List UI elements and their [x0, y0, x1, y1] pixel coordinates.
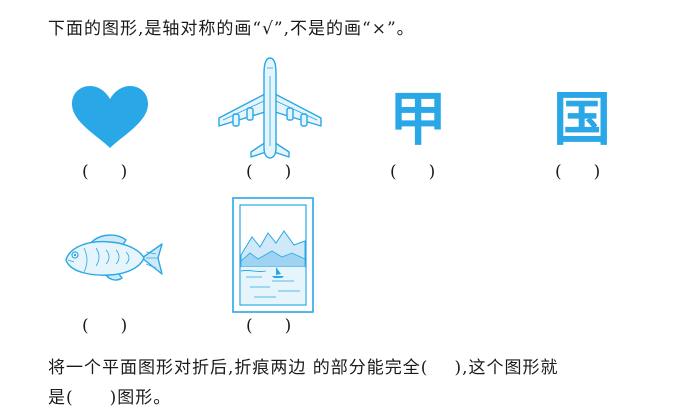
- fill-blank-line-1: 将一个平面图形对折后,折痕两边 的部分能完全(),这个图形就: [48, 358, 559, 378]
- answer-paren-2[interactable]: (): [246, 162, 292, 182]
- answer-paren-1[interactable]: (): [82, 162, 128, 182]
- airplane-figure: [215, 56, 325, 160]
- answer-paren-6[interactable]: (): [246, 316, 292, 336]
- character-guo-figure: 国: [553, 85, 612, 153]
- landscape-painting-icon: [232, 197, 314, 313]
- landscape-painting-figure: [232, 197, 314, 313]
- fish-figure: [60, 230, 164, 286]
- heart-icon: [72, 86, 148, 148]
- answer-paren-5[interactable]: (): [82, 316, 128, 336]
- airplane-icon: [218, 57, 322, 159]
- question-text: 下面的图形,是轴对称的画“√”,不是的画“×”。: [48, 19, 415, 39]
- fish-icon: [65, 234, 163, 281]
- fill-blank-line-2: 是()图形。: [48, 388, 172, 408]
- heart-figure: [68, 84, 152, 150]
- answer-paren-3[interactable]: (): [390, 162, 436, 182]
- character-jia-figure: 甲: [389, 85, 448, 153]
- answer-paren-4[interactable]: (): [555, 162, 601, 182]
